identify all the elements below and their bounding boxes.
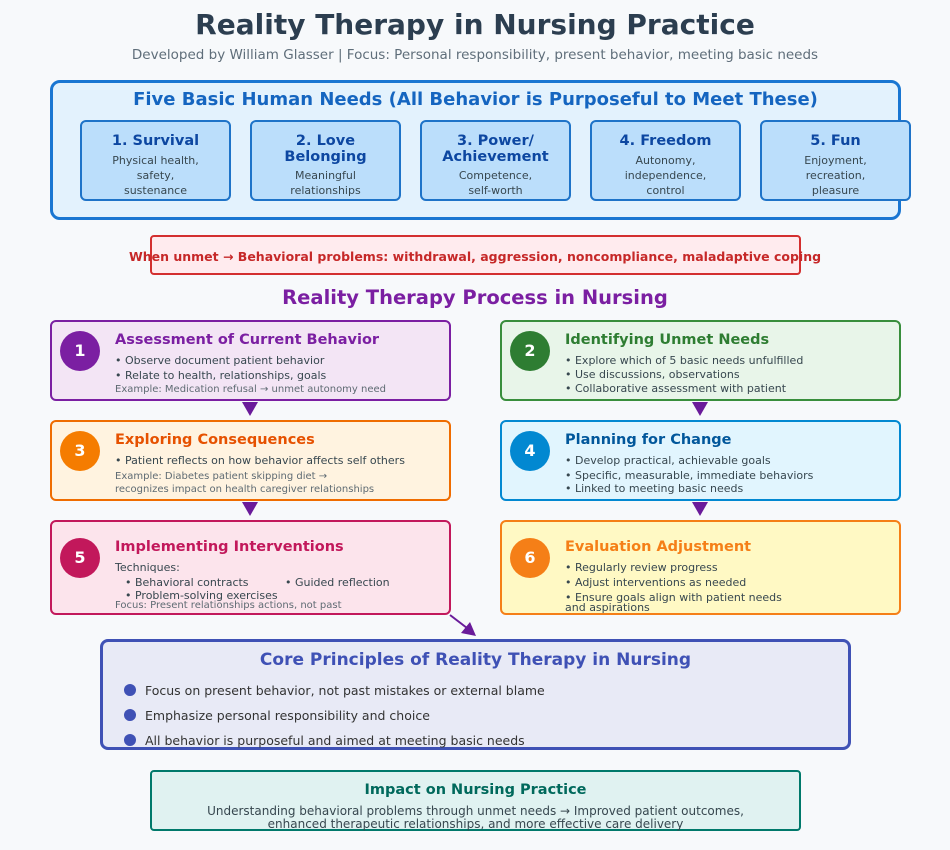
step-5-techniques-label: Techniques: [115, 561, 180, 574]
step-2-card [500, 320, 901, 401]
need-title: 5. Fun [810, 133, 861, 149]
impact-text: Understanding behavioral problems throug… [207, 804, 744, 818]
step-4-card [500, 420, 901, 501]
step-4-bullet: • Develop practical, achievable goals [565, 454, 771, 467]
step-2-title: Identifying Unmet Needs [565, 332, 770, 348]
step-5-number-badge: 5 [60, 538, 100, 578]
need-card-freedom: 4. Freedom Autonomy, independence, contr… [590, 120, 741, 201]
step-5-title: Implementing Interventions [115, 539, 344, 555]
need-title: 1. Survival [111, 133, 200, 149]
step-5-technique: • Problem-solving exercises [125, 589, 278, 602]
need-card-fun: 5. Fun Enjoyment, recreation, pleasure [760, 120, 911, 201]
step-3-example: Example: Diabetes patient skipping diet … [115, 471, 328, 482]
arrow-diagonal-icon [461, 622, 476, 636]
step-5-card [50, 520, 451, 615]
need-title: 3. Power/ Achievement [442, 133, 549, 165]
step-3-bullet: • Patient reflects on how behavior affec… [115, 454, 405, 467]
basic-needs-title: Five Basic Human Needs (All Behavior is … [133, 89, 818, 110]
need-description: Enjoyment, recreation, pleasure [804, 154, 867, 197]
bullet-dot-icon [124, 684, 136, 696]
impact-text: enhanced therapeutic relationships, and … [267, 817, 684, 831]
need-description: Meaningful relationships [290, 169, 361, 197]
step-5-technique: • Behavioral contracts [125, 576, 249, 589]
core-principles-title: Core Principles of Reality Therapy in Nu… [259, 650, 692, 670]
step-5-technique: • Guided reflection [285, 576, 390, 589]
step-4-bullet: • Linked to meeting basic needs [565, 482, 744, 495]
step-2-bullet: • Collaborative assessment with patient [565, 382, 787, 395]
step-4-bullet: • Specific, measurable, immediate behavi… [565, 469, 814, 482]
step-3-number-badge: 3 [60, 431, 100, 471]
impact-panel [150, 770, 801, 831]
need-card-power: 3. Power/ Achievement Competence, self-w… [420, 120, 571, 201]
unmet-needs-text: When unmet → Behavioral problems: withdr… [128, 249, 822, 264]
core-principles-panel [100, 639, 851, 750]
step-1-title: Assessment of Current Behavior [115, 332, 380, 348]
page-title: Reality Therapy in Nursing Practice [195, 8, 755, 41]
step-4-title: Planning for Change [565, 432, 732, 448]
step-1-card [50, 320, 451, 401]
step-2-bullet: • Explore which of 5 basic needs unfulfi… [565, 354, 804, 367]
step-6-bullet: • Adjust interventions as needed [565, 576, 747, 589]
need-card-survival: 1. Survival Physical health, safety, sus… [80, 120, 231, 201]
step-1-number-badge: 1 [60, 331, 100, 371]
step-6-title: Evaluation Adjustment [565, 539, 752, 555]
core-principle-item: Emphasize personal responsibility and ch… [145, 708, 430, 723]
need-title: 2. Love Belonging [284, 133, 367, 165]
need-description: Autonomy, independence, control [624, 154, 707, 197]
need-description: Competence, self-worth [458, 169, 533, 197]
step-3-example: recognizes impact on health caregiver re… [115, 484, 375, 495]
bullet-dot-icon [124, 709, 136, 721]
arrow-down-icon [242, 502, 258, 516]
arrow-down-icon [692, 502, 708, 516]
step-2-number-badge: 2 [510, 331, 550, 371]
step-3-card [50, 420, 451, 501]
step-6-card [500, 520, 901, 615]
step-6-bullet: • Regularly review progress [565, 561, 718, 574]
arrow-down-icon [242, 402, 258, 416]
step-6-bullet: • Ensure goals align with patient needs [565, 591, 782, 604]
need-card-love: 2. Love Belonging Meaningful relationshi… [250, 120, 401, 201]
step-3-title: Exploring Consequences [115, 432, 315, 448]
arrow-connector [449, 614, 468, 629]
step-6-bullet: and aspirations [565, 601, 650, 614]
need-description: Physical health, safety, sustenance [112, 154, 199, 197]
arrow-down-icon [692, 402, 708, 416]
step-2-bullet: • Use discussions, observations [565, 368, 740, 381]
need-title: 4. Freedom [619, 133, 712, 149]
step-5-focus: Focus: Present relationships actions, no… [115, 600, 342, 611]
core-principle-item: Focus on present behavior, not past mist… [145, 683, 545, 698]
step-4-number-badge: 4 [510, 431, 550, 471]
process-title: Reality Therapy Process in Nursing [282, 286, 668, 309]
core-principle-item: All behavior is purposeful and aimed at … [145, 733, 525, 748]
page-subtitle: Developed by William Glasser | Focus: Pe… [131, 47, 819, 63]
step-1-bullet: • Relate to health, relationships, goals [115, 369, 327, 382]
unmet-needs-banner [150, 235, 801, 275]
impact-title: Impact on Nursing Practice [364, 782, 587, 798]
step-1-bullet: • Observe document patient behavior [115, 354, 325, 367]
step-6-number-badge: 6 [510, 538, 550, 578]
step-1-example: Example: Medication refusal → unmet auto… [115, 384, 387, 395]
bullet-dot-icon [124, 734, 136, 746]
